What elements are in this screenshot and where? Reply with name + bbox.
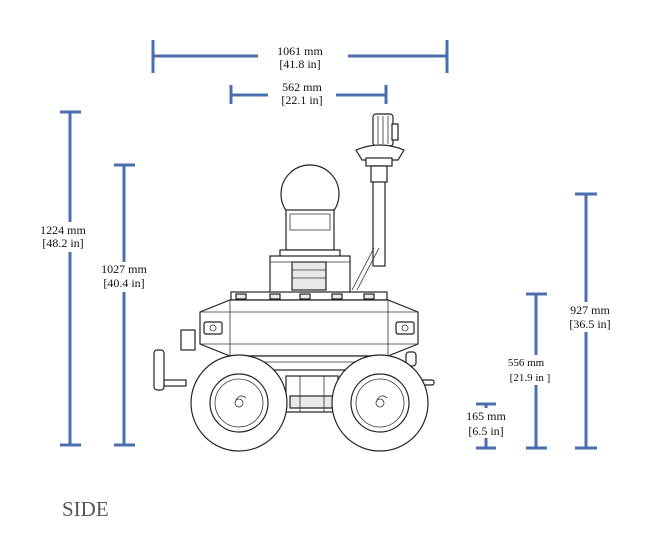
payload-frame [269, 255, 351, 295]
ground-clearance-in: [6.5 in] [468, 424, 503, 438]
height-to-chassis-in: [21.9 in ] [510, 372, 551, 384]
mast-pole [351, 165, 388, 291]
height-to-top-plate-in: [36.5 in] [569, 317, 610, 331]
dimension-height-to-top-plate: 927 mm [36.5 in] [560, 192, 620, 450]
mast-sensor-head [355, 113, 405, 167]
rear-wheel [331, 354, 429, 452]
track-width-mm: 562 mm [282, 80, 322, 94]
lower-bay [285, 375, 339, 413]
height-with-dome-mm: 1027 mm [101, 262, 147, 276]
dimension-track-width: 562 mm [22.1 in] [229, 80, 388, 108]
ground-clearance-mm: 165 mm [466, 409, 506, 423]
overall-width-in: [41.8 in] [279, 57, 320, 71]
height-to-top-plate-mm: 927 mm [570, 303, 610, 317]
track-width-in: [22.1 in] [281, 93, 322, 107]
height-with-mast-mm: 1224 mm [40, 223, 86, 237]
dome-sensor [279, 164, 341, 259]
overall-width-mm: 1061 mm [277, 44, 323, 58]
top-plate [230, 291, 388, 301]
height-with-mast-in: [48.2 in] [42, 236, 83, 250]
dimension-overall-width: 1061 mm [41.8 in] [151, 40, 449, 73]
dimension-height-with-mast: 1224 mm [48.2 in] [32, 110, 104, 447]
front-wheel [190, 354, 288, 452]
dimension-height-to-chassis: 556 mm [21.9 in ] [495, 292, 557, 450]
dimension-height-with-dome: 1027 mm [40.4 in] [96, 163, 156, 447]
height-to-chassis-mm: 556 mm [508, 357, 545, 369]
view-label: SIDE [62, 497, 109, 521]
robot-drawing [153, 113, 435, 452]
dimension-ground-clearance: 165 mm [6.5 in] [460, 402, 515, 450]
height-with-dome-in: [40.4 in] [103, 276, 144, 290]
